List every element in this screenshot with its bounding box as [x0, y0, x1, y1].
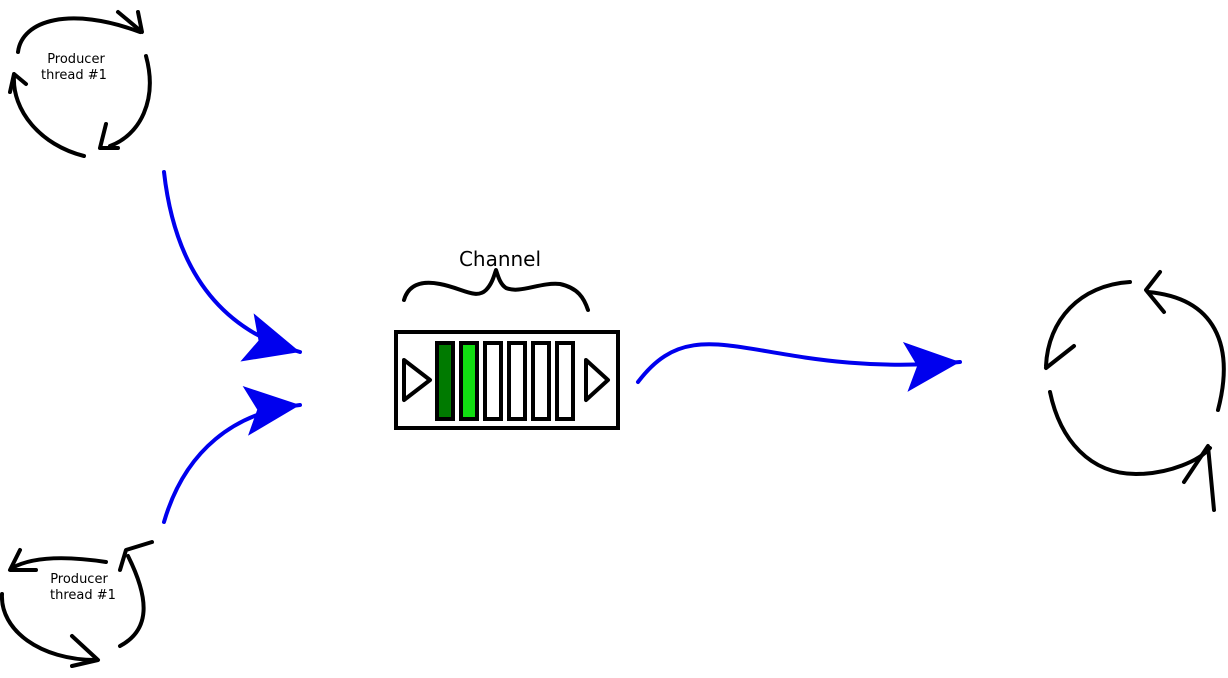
producer-label-line2: thread #1 [50, 588, 116, 603]
producer-top: Producer thread #1 [8, 10, 152, 158]
producer-label-line1: Producer [50, 572, 108, 587]
channel-slot-empty [507, 341, 527, 421]
loop-arc-top-left [1044, 280, 1132, 368]
loop-arc-bottom [11, 74, 86, 158]
channel-slot-filled [459, 341, 479, 421]
loop-arc-right [118, 554, 146, 648]
channel-label: Channel [459, 247, 541, 271]
loop-arc-top [10, 556, 108, 570]
consumer-loop [1044, 270, 1226, 512]
loop-arrow-head-2 [1144, 270, 1166, 314]
loop-arrow-head-3 [1182, 444, 1216, 512]
loop-arrow-head-1 [1044, 344, 1076, 370]
flow-arrow-consumer [636, 342, 962, 392]
producer-label-line2: thread #1 [41, 68, 107, 83]
channel-slot-empty [531, 341, 551, 421]
channel-slot-empty [483, 341, 503, 421]
channel-slot-filled [435, 341, 455, 421]
channel: Channel [394, 247, 620, 430]
loop-arc-left [0, 592, 98, 662]
loop-arrow-head-2 [70, 634, 100, 668]
flow-arrow-producer-top [162, 170, 302, 362]
loop-arc-top-right [16, 16, 142, 54]
loop-arrow-head-1 [8, 548, 38, 572]
producer-bottom: Producer thread #1 [0, 540, 154, 668]
channel-input-marker [402, 358, 432, 402]
flow-arrow-producer-bottom [162, 386, 302, 524]
loop-arrow-head-1 [116, 10, 144, 34]
loop-arc-right [108, 54, 152, 148]
loop-arrow-head-2 [98, 122, 120, 150]
channel-slot-empty [555, 341, 575, 421]
producer-label-line1: Producer [47, 52, 105, 67]
loop-arrow-head-3 [118, 540, 154, 572]
channel-slots [435, 341, 575, 421]
channel-brace [402, 268, 590, 312]
channel-output-marker [584, 358, 610, 402]
loop-arrow-head-3 [8, 72, 28, 94]
loop-arc-top-right [1146, 290, 1226, 412]
loop-arc-bottom [1048, 390, 1212, 476]
